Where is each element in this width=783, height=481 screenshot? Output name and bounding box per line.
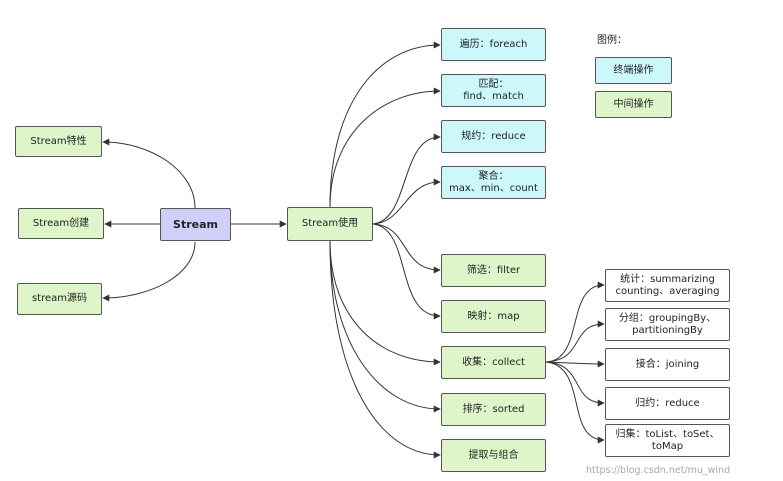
node-stream: Stream	[160, 208, 231, 241]
node-match: 匹配： find、match	[441, 74, 546, 107]
watermark: https://blog.csdn.net/mu_wind	[586, 465, 731, 476]
edge-usage-to-match	[329, 87, 441, 208]
node-stream-source: stream源码	[17, 283, 102, 315]
edge-usage-to-extract	[329, 240, 441, 459]
edge-stream-to-source	[102, 241, 196, 302]
node-reduce-collect: 归约：reduce	[605, 387, 730, 420]
node-grouping: 分组：groupingBy、 partitioningBy	[605, 308, 730, 341]
node-summarizing: 统计：summarizing counting、averaging	[605, 269, 730, 302]
node-joining: 接合：joining	[605, 348, 730, 381]
node-filter: 筛选：filter	[441, 254, 546, 287]
edge-collect-to-reduce	[545, 361, 605, 407]
edge-usage-to-reduce	[372, 133, 441, 225]
edge-usage-to-filter	[372, 223, 441, 274]
node-map: 映射：map	[441, 300, 546, 333]
edge-collect-to-summarizing	[545, 281, 605, 363]
node-stream-usage: Stream使用	[287, 207, 373, 241]
edge-usage-to-map	[372, 223, 441, 320]
legend-title: 图例：	[597, 35, 627, 46]
node-collect: 收集：collect	[441, 346, 546, 379]
node-tolist: 归集：toList、toSet、 toMap	[605, 424, 730, 457]
edge-collect-to-grouping	[545, 320, 605, 363]
legend-terminal: 终端操作	[595, 57, 672, 84]
edge-usage-to-aggregate	[372, 178, 441, 225]
edge-collect-to-tolist	[545, 361, 605, 444]
edge-usage-to-foreach	[329, 41, 441, 208]
edge-usage-to-sorted	[329, 240, 441, 413]
node-stream-creation: Stream创建	[18, 208, 104, 239]
node-aggregate: 聚合： max、min、count	[441, 166, 546, 199]
node-extract-combine: 提取与组合	[441, 439, 546, 472]
node-sorted: 排序：sorted	[441, 393, 546, 426]
edge-usage-to-collect	[329, 240, 441, 366]
node-foreach: 遍历：foreach	[441, 28, 546, 61]
edge-stream-to-features	[102, 138, 196, 209]
node-stream-features: Stream特性	[15, 126, 102, 157]
legend-intermediate: 中间操作	[595, 91, 672, 118]
node-reduce-terminal: 规约：reduce	[441, 120, 546, 153]
